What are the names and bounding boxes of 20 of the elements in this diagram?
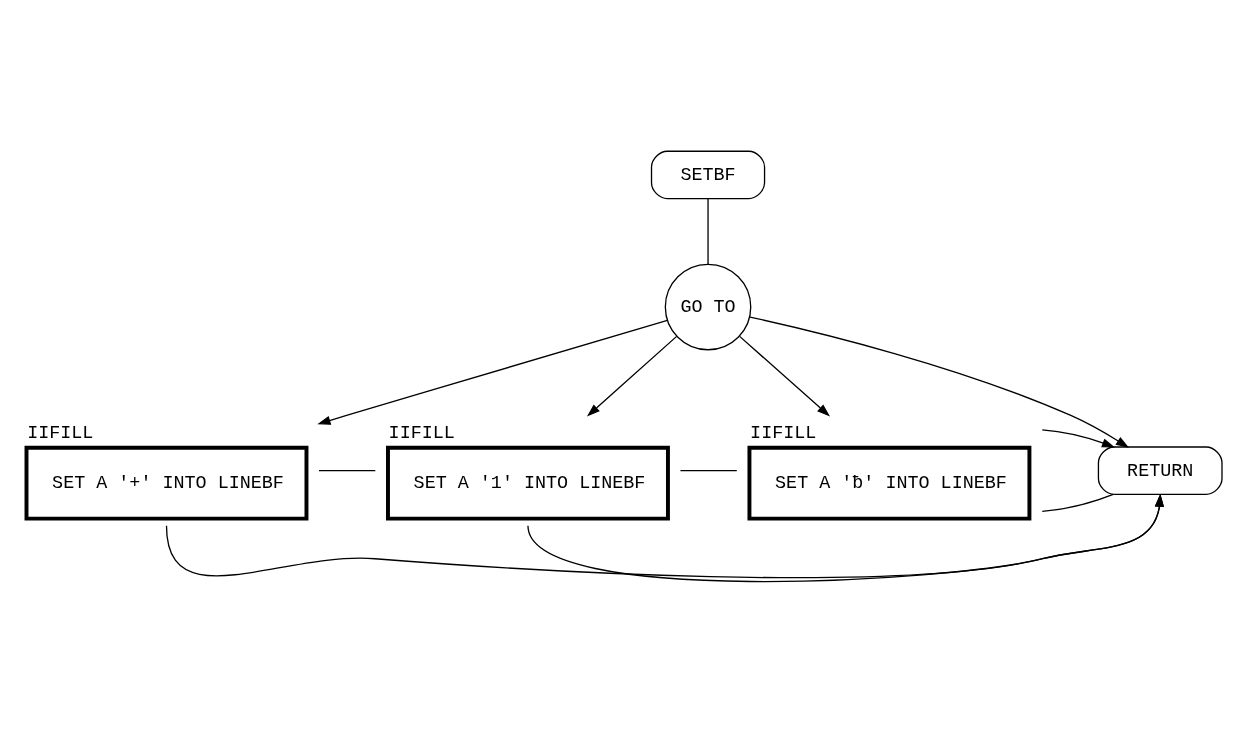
node-label: IIFILL xyxy=(750,422,817,444)
connector xyxy=(707,197,709,265)
arrow xyxy=(586,335,678,417)
node-label: IIFILL xyxy=(388,422,455,444)
node-label: IIFILL xyxy=(27,422,94,444)
node-circle: GO TO xyxy=(664,263,752,350)
node-box: SETBF xyxy=(650,150,766,199)
node-box: SET A 'ƀ' INTO LINEBF xyxy=(747,445,1032,521)
node-box: SET A '1' INTO LINEBF xyxy=(386,445,670,521)
connector xyxy=(318,469,376,471)
arrow xyxy=(1041,428,1116,448)
node-box: SET A '+' INTO LINEBF xyxy=(24,445,309,521)
node-box: RETURN xyxy=(1097,445,1223,495)
connector xyxy=(679,469,738,471)
arrow xyxy=(527,493,1164,582)
arrow xyxy=(749,315,1130,448)
arrow xyxy=(739,335,830,417)
arrow xyxy=(165,493,1164,578)
connector xyxy=(1041,493,1114,512)
arrow xyxy=(317,319,669,425)
